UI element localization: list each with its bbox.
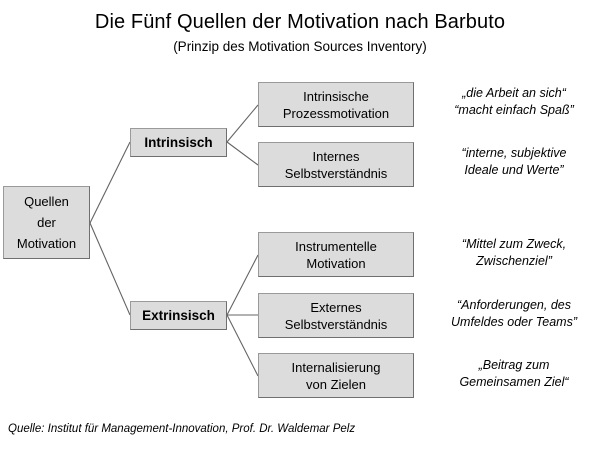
node-branch-extrinsisch[interactable]: Extrinsisch (130, 301, 227, 330)
node-leaf-2-line-2: Motivation (306, 255, 366, 271)
node-leaf-4-text: Internalisierung von Zielen (288, 359, 385, 393)
connector-intrinsisch-to-leaf-0 (226, 104, 259, 143)
node-leaf-instrumentelle-motivation[interactable]: Instrumentelle Motivation (258, 232, 414, 277)
node-leaf-4-line-2: von Zielen (306, 376, 366, 392)
node-root-line-3: Motivation (16, 236, 77, 251)
node-leaf-1-line-2: Selbstverständnis (284, 165, 388, 181)
connector-root-to-intrinsisch (89, 141, 131, 224)
node-branch-intrinsisch[interactable]: Intrinsisch (130, 128, 227, 157)
page-subtitle: (Prinzip des Motivation Sources Inventor… (173, 39, 427, 54)
node-root-text: Quellen der Motivation (13, 191, 80, 254)
annotation-3: “Anforderungen, des Umfeldes oder Teams” (428, 297, 600, 331)
annotation-3-line-1: “Anforderungen, des (457, 298, 571, 312)
annotation-0-line-2: “macht einfach Spaß” (454, 103, 574, 117)
annotation-2: “Mittel zum Zweck, Zwischenziel” (428, 236, 600, 270)
annotation-2-line-2: Zwischenziel” (476, 254, 552, 268)
annotation-2-line-1: “Mittel zum Zweck, (461, 237, 567, 251)
node-leaf-intrinsische-prozessmotivation[interactable]: Intrinsische Prozessmotivation (258, 82, 414, 127)
node-leaf-3-text: Externes Selbstverständnis (281, 299, 392, 333)
node-leaf-0-line-1: Intrinsische (303, 88, 369, 104)
connector-extrinsisch-to-leaf-2 (226, 254, 259, 316)
page-title: Die Fünf Quellen der Motivation nach Bar… (94, 11, 506, 33)
node-root-line-1: Quellen (24, 194, 69, 209)
annotation-1-line-1: “interne, subjektive (461, 146, 567, 160)
node-leaf-0-line-2: Prozessmotivation (282, 105, 390, 121)
node-root-line-2: der (37, 215, 56, 230)
node-leaf-3-line-2: Selbstverständnis (284, 316, 388, 332)
node-leaf-externes-selbstverstaendnis[interactable]: Externes Selbstverständnis (258, 293, 414, 338)
node-branch-extrinsisch-label: Extrinsisch (142, 308, 215, 323)
node-leaf-1-line-1: Internes (312, 148, 360, 164)
node-leaf-3-line-1: Externes (310, 299, 362, 315)
node-leaf-internes-selbstverstaendnis[interactable]: Internes Selbstverständnis (258, 142, 414, 187)
annotation-3-line-2: Umfeldes oder Teams” (451, 315, 577, 329)
node-leaf-4-line-1: Internalisierung (291, 359, 381, 375)
node-leaf-internalisierung-von-zielen[interactable]: Internalisierung von Zielen (258, 353, 414, 398)
node-root-quellen-der-motivation[interactable]: Quellen der Motivation (3, 186, 90, 259)
node-leaf-2-line-1: Instrumentelle (295, 238, 377, 254)
node-leaf-0-text: Intrinsische Prozessmotivation (279, 88, 393, 122)
annotation-1-line-2: Ideale und Werte” (464, 163, 564, 177)
node-leaf-2-text: Instrumentelle Motivation (291, 238, 381, 272)
connector-extrinsisch-to-leaf-4 (226, 314, 259, 377)
annotation-4: „Beitrag zum Gemeinsamen Ziel“ (428, 357, 600, 391)
annotation-1: “interne, subjektive Ideale und Werte” (428, 145, 600, 179)
annotation-4-line-1: „Beitrag zum (478, 358, 550, 372)
source-caption: Quelle: Institut für Management-Innovati… (8, 423, 356, 435)
annotation-4-line-2: Gemeinsamen Ziel“ (459, 375, 569, 389)
annotation-0: „die Arbeit an sich“ “macht einfach Spaß… (428, 85, 600, 119)
connector-intrinsisch-to-leaf-1 (226, 141, 259, 166)
connector-root-to-extrinsisch (89, 222, 131, 316)
annotation-0-line-1: „die Arbeit an sich“ (462, 86, 566, 100)
node-leaf-1-text: Internes Selbstverständnis (281, 148, 392, 182)
node-branch-intrinsisch-label: Intrinsisch (144, 135, 213, 150)
